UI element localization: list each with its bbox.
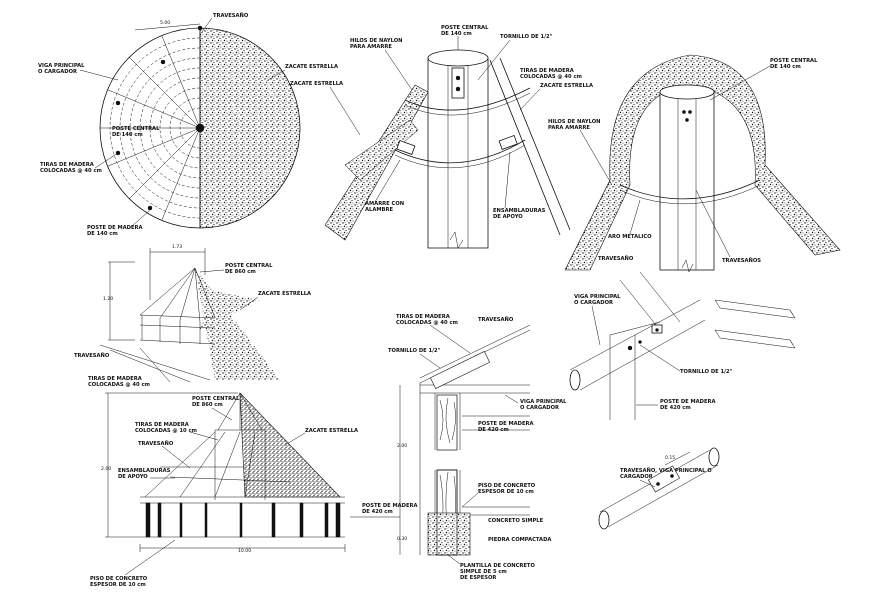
plan-rafters (100, 28, 201, 228)
sec-dim-1: 2.00 (397, 443, 407, 449)
joint-cut-pieces (714, 299, 796, 349)
sec-label-piedra: PIEDRA COMPACTADA (488, 537, 551, 543)
joint-label-tornillo: TORNILLO DE 1/2" (680, 369, 733, 375)
plan-thatch-half (199, 27, 301, 229)
plan-radius-dim: 5.00 (160, 20, 170, 26)
col-label-tornillo: TORNILLO DE 1/2" (500, 34, 553, 40)
col-label-zacate: ZACATE ESTRELLA (540, 83, 593, 89)
plan-label-travesano: TRAVESAÑO (213, 12, 249, 19)
large-elev-h: 2.00 (101, 466, 111, 472)
small-label-travesano: TRAVESAÑO (74, 352, 110, 359)
pipe-dim: 0.15 (665, 455, 675, 461)
plan-post-dots (115, 25, 205, 211)
large-label-zacate: ZACATE ESTRELLA (305, 428, 358, 434)
arch-label-aro: ARO METALICO (608, 234, 652, 240)
elev-posts (145, 502, 341, 538)
small-elev-height: 1.20 (103, 296, 113, 302)
sec-label-concreto: CONCRETO SIMPLE (488, 518, 544, 524)
arch-label-travesanos: TRAVESAÑOS (722, 257, 761, 264)
plan-label-zacate: ZACATE ESTRELLA (285, 64, 338, 70)
small-elev-width: 1.73 (172, 244, 182, 250)
small-label-zacate: ZACATE ESTRELLA (258, 291, 311, 297)
sec-label-travesano: TRAVESAÑO (478, 316, 514, 323)
large-elev-width: 10.00 (238, 548, 251, 554)
sec-label-tornillo: TORNILLO DE 1/2" (388, 348, 441, 354)
sec-dim-2: 0.30 (397, 536, 407, 542)
plan-rings-right (199, 47, 281, 209)
arch-label-travesano: TRAVESAÑO (598, 255, 634, 262)
col-label-zacate-left: ZACATE ESTRELLA (290, 81, 343, 87)
large-label-travesano: TRAVESAÑO (138, 440, 174, 447)
